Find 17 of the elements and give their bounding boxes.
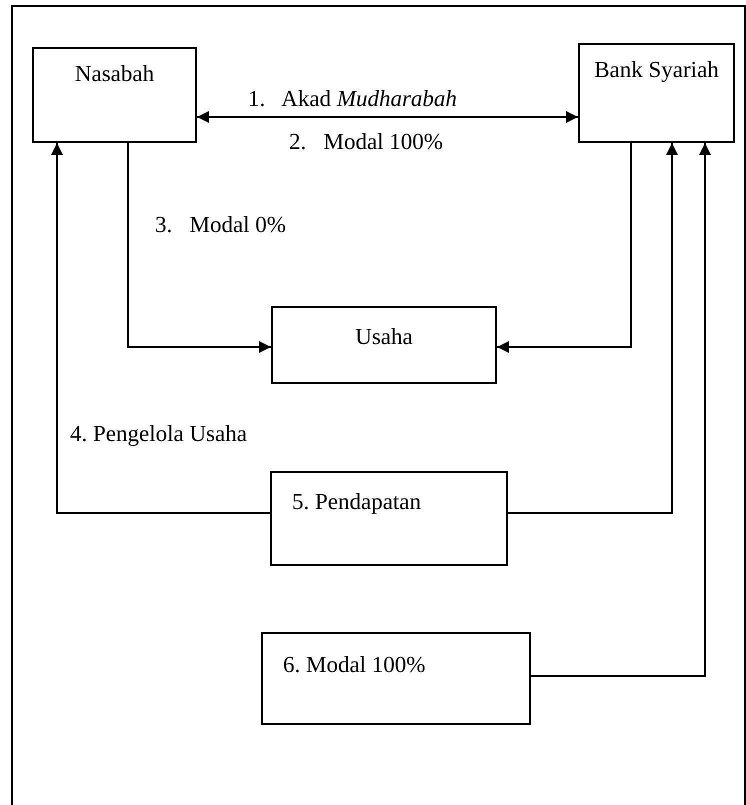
- arrow: [51, 143, 270, 514]
- arrow: [531, 143, 711, 677]
- arrow: [497, 143, 632, 353]
- box-label: Nasabah: [74, 61, 154, 88]
- process-box: [270, 471, 508, 566]
- edge-label: 1. Akad Mudharabah: [247, 86, 458, 112]
- process-box: [32, 47, 197, 143]
- arrow: [127, 143, 271, 353]
- box-label: 5. Pendapatan: [292, 489, 422, 516]
- box-label: Usaha: [355, 324, 413, 350]
- arrow: [508, 143, 678, 514]
- box-label: 6. Modal 100%: [283, 652, 426, 678]
- box-label: Bank Syariah: [594, 57, 719, 84]
- process-box: [578, 43, 735, 143]
- arrow: [197, 111, 578, 123]
- process-box: [261, 632, 531, 725]
- process-box: [271, 306, 497, 384]
